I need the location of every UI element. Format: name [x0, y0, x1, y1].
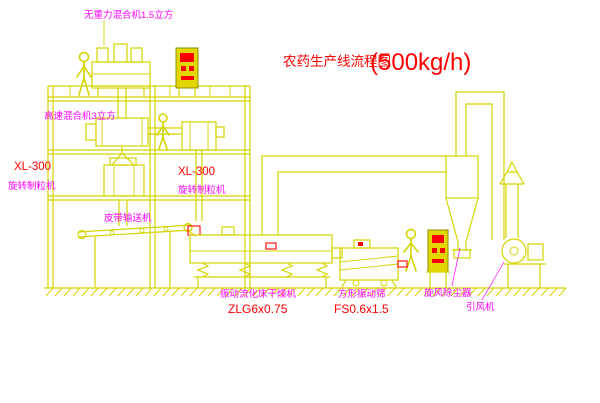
- exhaust-stack: [499, 160, 525, 238]
- fluid-bed-dryer: [187, 225, 343, 288]
- label-belt-conveyor: 皮带输送机: [104, 212, 152, 224]
- label-cyclone: 旋风除尘器: [424, 287, 472, 299]
- vibrating-screen: [339, 239, 408, 288]
- exhaust-duct: [261, 155, 446, 235]
- cyclone-outlet-duct: [455, 91, 505, 240]
- label-sieve-model: FS0.6x1.5: [334, 302, 389, 316]
- label-dryer: 振动流化床干燥机: [220, 288, 297, 300]
- gravity-mixer: [91, 20, 151, 118]
- label-granulator-right: 旋转制粒机: [178, 184, 226, 196]
- worker-figure-1: [76, 51, 92, 96]
- ground-line: [44, 287, 566, 296]
- label-sieve: 方形振动筛: [338, 288, 386, 300]
- diagram-capacity: (500kg/h): [370, 49, 471, 76]
- granulator-right: [148, 121, 225, 221]
- worker-figure-3: [403, 228, 419, 272]
- label-leaders: [451, 247, 505, 301]
- worker-figure-2: [156, 113, 170, 150]
- diagram-title: 农药生产线流程图: [283, 54, 391, 69]
- cyclone-separator: [445, 155, 479, 259]
- label-gravity-mixer: 无重力混合机1.5立方: [84, 9, 173, 21]
- label-fan: 引风机: [466, 301, 495, 313]
- label-dryer-model: ZLG6x0.75: [228, 302, 288, 316]
- control-cabinet-1: [175, 47, 199, 97]
- label-high-speed-mixer: 高速混合机3立方: [44, 110, 116, 122]
- label-granulator-left-model: XL-300: [14, 161, 51, 173]
- granulator-left: [103, 157, 145, 226]
- induced-draft-fan: [501, 238, 546, 288]
- building-frame: [47, 85, 251, 288]
- belt-conveyor: [77, 222, 197, 287]
- label-granulator-left: 旋转制粒机: [8, 180, 56, 192]
- control-cabinet-2: [426, 229, 450, 288]
- label-granulator-right-model: XL-300: [178, 166, 215, 178]
- high-speed-mixer: [85, 117, 149, 166]
